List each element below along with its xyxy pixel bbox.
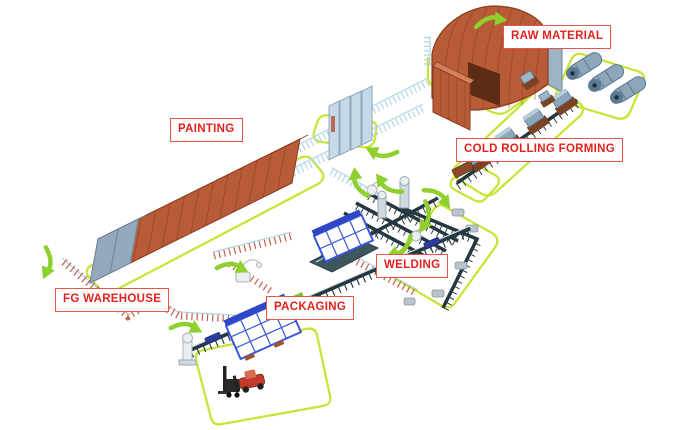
label-raw-material: RAW MATERIAL: [503, 25, 612, 49]
electrical-cabinets: [328, 85, 373, 161]
welding-tower: [377, 176, 410, 219]
label-cold-rolling-forming: COLD ROLLING FORMING: [456, 138, 624, 162]
forklift-icon: [232, 369, 266, 393]
label-painting: PAINTING: [170, 118, 243, 142]
walkway-painting-corridor: [85, 155, 325, 295]
walkway-packaging: [194, 327, 332, 426]
label-fg-warehouse: FG WAREHOUSE: [55, 288, 170, 312]
flow-arrow-icon: [33, 247, 62, 282]
steel-coils: [566, 52, 647, 104]
walkway-cabinets: [312, 114, 378, 149]
walkway-loops: [85, 52, 646, 426]
pallet-rack-upper: [311, 209, 375, 263]
warehouse-door: [468, 62, 500, 106]
label-packaging: PACKAGING: [266, 296, 355, 320]
raw-material-warehouse: [431, 5, 563, 131]
line-end-robot: [178, 332, 197, 366]
label-welding: WELDING: [376, 254, 449, 278]
walkway-coil-storage: [554, 52, 646, 120]
painting-line-building: [89, 134, 309, 284]
